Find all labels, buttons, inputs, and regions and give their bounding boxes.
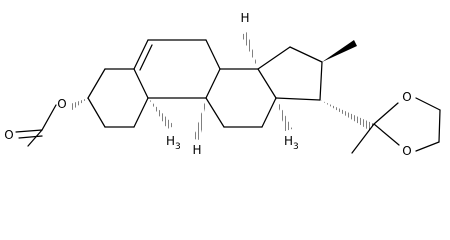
acetyl-group — [15, 104, 57, 147]
c13-methyl-hash — [276, 98, 292, 131]
c9-h-hash — [193, 98, 206, 140]
ring-a — [87, 68, 149, 128]
atom-label-h-c9: H — [192, 143, 201, 157]
c17-side-chain-hash — [320, 100, 374, 131]
dioxolane-ring — [351, 97, 441, 154]
methyl-label-c10: H — [166, 134, 175, 148]
molecule-svg: O O O O H H H 3 H 3 — [4, 11, 441, 158]
ring-d — [257, 46, 323, 101]
ring-b — [133, 39, 221, 99]
atom-label-o-dioxolane-top: O — [402, 90, 411, 104]
atom-label-o-dioxolane-bottom: O — [402, 144, 411, 158]
atom-label-o-acetate-ring: O — [57, 97, 66, 111]
ring-c — [205, 68, 277, 128]
methyl-label-c10-sub: 3 — [175, 142, 181, 152]
structure-figure: O O O O H H H 3 H 3 — [4, 11, 441, 158]
c10-methyl-hash — [148, 98, 174, 129]
atom-label-o-carbonyl: O — [4, 128, 13, 142]
double-bond-c5-c6 — [139, 44, 153, 71]
c3-oxygen-hash — [70, 98, 88, 110]
c16-methyl-wedge — [322, 40, 357, 62]
atom-label-h-c8: H — [240, 11, 249, 25]
dioxolane-methyl — [351, 123, 375, 154]
carbonyl-double-bond — [18, 135, 43, 139]
methyl-label-c13: H — [284, 134, 293, 148]
methyl-label-c13-sub: 3 — [293, 142, 299, 152]
c8-h-hash — [241, 32, 258, 69]
